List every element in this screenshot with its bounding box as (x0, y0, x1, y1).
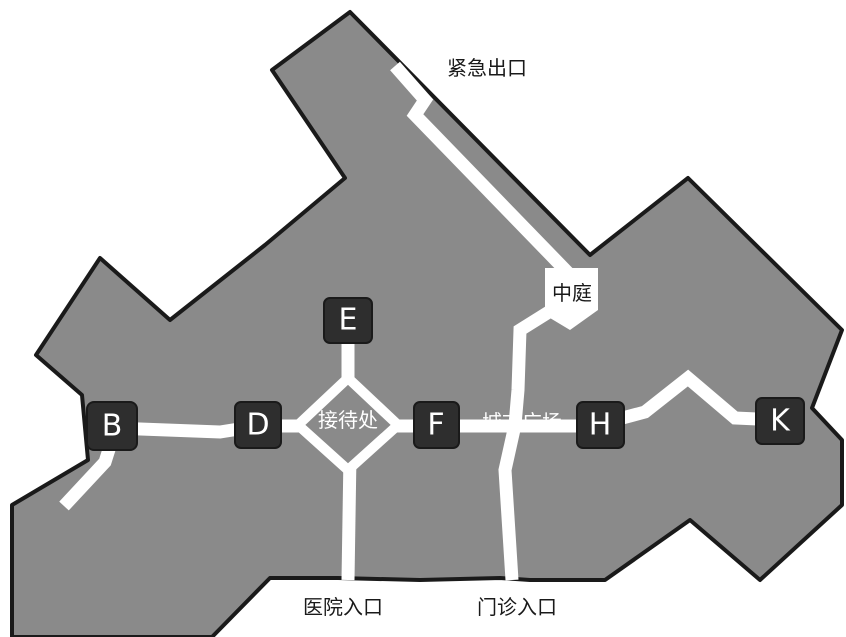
node-k-label: K (770, 404, 791, 439)
corridor-main-right (598, 369, 779, 431)
node-d-label: D (246, 408, 269, 443)
area-label-courtyard: 中庭 (552, 281, 592, 305)
node-h[interactable]: H (576, 401, 625, 449)
exit-label-hospital: 医院入口 (303, 595, 383, 619)
area-label-plaza: 城市广场 (482, 410, 562, 434)
exit-label-emergency: 紧急出口 (447, 56, 527, 80)
node-f[interactable]: F (413, 401, 460, 449)
node-h-label: H (589, 408, 612, 443)
exit-label-clinic: 门诊入口 (477, 595, 557, 619)
corridor-emergency (390, 61, 580, 285)
node-b[interactable]: B (86, 401, 138, 451)
node-b-label: B (102, 409, 123, 444)
courtyard-area (545, 268, 598, 330)
corridor-clinic (498, 423, 522, 581)
building-floor (10, 10, 844, 637)
corridor-courtyard-plaza (508, 299, 564, 426)
corridor-hospital (341, 454, 357, 581)
reception-diamond (290, 371, 406, 477)
node-f-label: F (427, 408, 444, 443)
area-label-reception: 接待处 (318, 408, 378, 432)
node-e[interactable]: E (323, 297, 373, 344)
node-d[interactable]: D (234, 401, 282, 449)
node-k[interactable]: K (755, 397, 805, 445)
node-e-label: E (339, 303, 358, 338)
